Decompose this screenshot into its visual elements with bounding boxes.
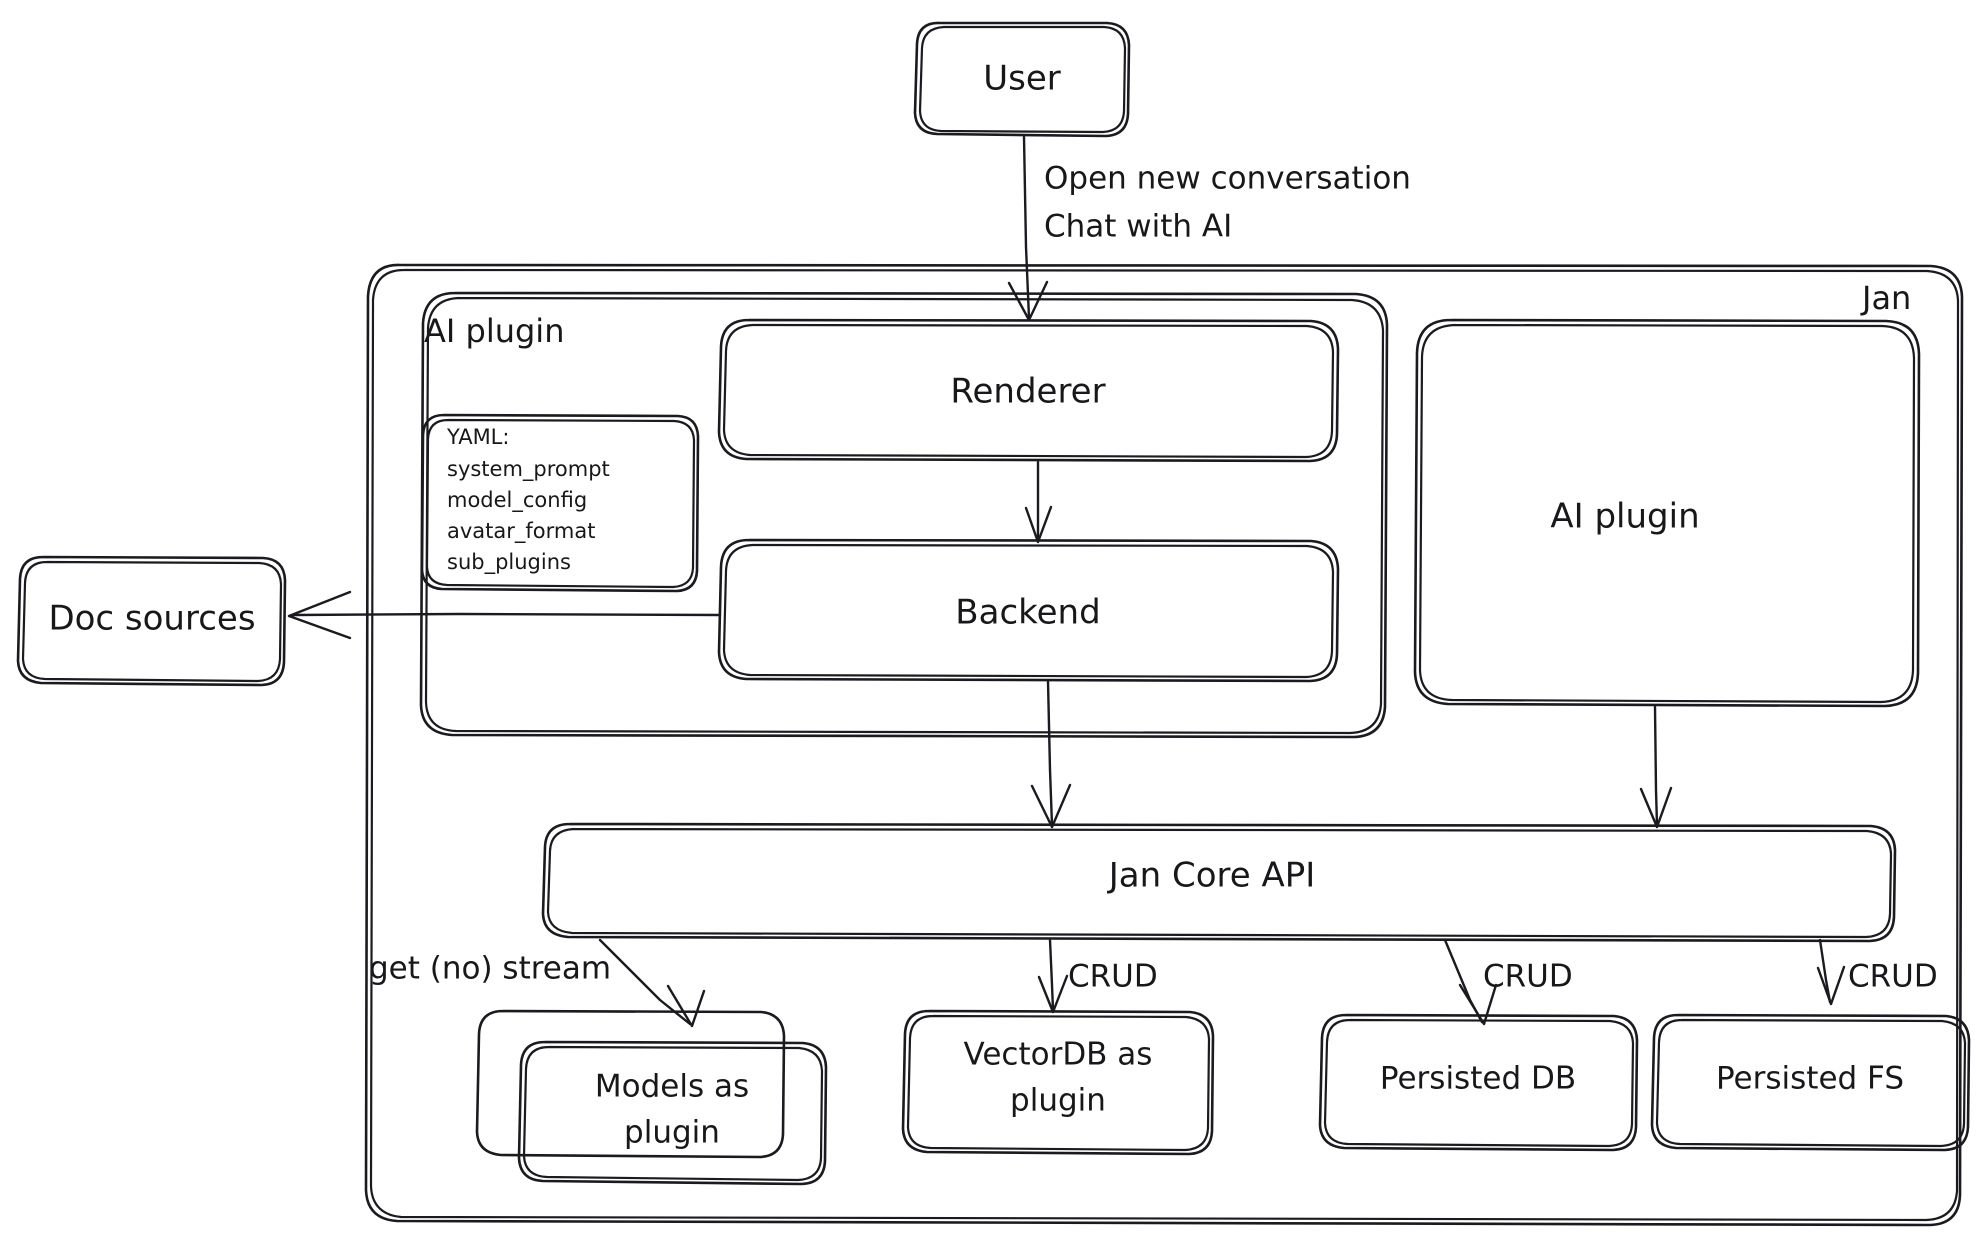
edge-backend-to-core-line [1046, 679, 1054, 827]
ai-plugin-right-node-label: AI plugin [1550, 497, 1699, 537]
user-node-label: User [983, 59, 1061, 99]
persisted-fs-node[interactable]: Persisted FS [1650, 1013, 1971, 1152]
vectordb-as-plugin-node-label-line1: VectorDB as [964, 1037, 1153, 1073]
models-as-plugin-node-shape-front [517, 1040, 828, 1186]
edge-user-to-renderer-line [1022, 135, 1031, 320]
yaml-line-0: YAML: [446, 425, 509, 449]
vectordb-as-plugin-node-shape-2 [906, 1014, 1211, 1152]
yaml-line-3: avatar_format [447, 519, 595, 544]
jan-core-api-node-shape-2 [546, 827, 1893, 939]
persisted-fs-node-label: Persisted FS [1716, 1061, 1904, 1097]
edge-core-to-models-label: get (no) stream [369, 951, 611, 987]
jan-core-api-node[interactable]: Jan Core API [541, 822, 1897, 943]
models-as-plugin-node[interactable]: Models as plugin [475, 1009, 828, 1186]
yaml-line-2: model_config [447, 488, 587, 513]
edge-ai-plugin-to-core-line [1653, 705, 1659, 827]
ai-plugin-group-shape [419, 291, 1389, 739]
renderer-node-shape [717, 318, 1340, 463]
edge-user-to-renderer-label-line2: Chat with AI [1044, 209, 1232, 245]
edge-backend-to-core-arrowhead [1030, 783, 1072, 829]
vectordb-as-plugin-node[interactable]: VectorDB as plugin [901, 1009, 1215, 1156]
backend-node-shape-2 [722, 543, 1335, 679]
edge-core-to-models-arrowhead [666, 984, 706, 1028]
user-node-shape-2 [918, 25, 1127, 134]
edge-backend-to-doc-sources-arrowhead [287, 590, 352, 640]
edge-user-to-renderer-label-line1: Open new conversation [1044, 161, 1411, 197]
ai-plugin-group-label: AI plugin [424, 312, 564, 350]
persisted-db-node-label: Persisted DB [1380, 1061, 1576, 1097]
ai-plugin-right-node-shape [1413, 318, 1921, 708]
jan-core-api-node-label: Jan Core API [1107, 856, 1316, 896]
doc-sources-node-label: Doc sources [48, 599, 255, 639]
persisted-db-node[interactable]: Persisted DB [1318, 1013, 1639, 1152]
models-as-plugin-node-label-line1: Models as [595, 1069, 749, 1105]
renderer-node-label: Renderer [950, 372, 1105, 412]
edge-core-to-persisted-fs-line [1818, 938, 1832, 1004]
edge-backend-to-doc-sources-line [288, 612, 722, 618]
yaml-line-4: sub_plugins [447, 550, 571, 575]
edge-ai-plugin-to-core [1639, 705, 1673, 829]
jan-container-group: Jan [364, 263, 1964, 1227]
yaml-config-box-shape-2 [425, 418, 696, 589]
edge-user-to-renderer-arrowhead [1007, 280, 1049, 322]
user-node-shape [913, 21, 1131, 138]
jan-container-shape-2 [369, 268, 1960, 1222]
jan-container-label: Jan [1860, 279, 1911, 317]
edge-core-to-vectordb-arrowhead [1037, 974, 1069, 1014]
yaml-config-box: YAML: system_prompt model_config avatar_… [420, 413, 700, 593]
edge-user-to-renderer: Open new conversation Chat with AI [1007, 135, 1411, 322]
persisted-db-node-shape [1318, 1013, 1639, 1152]
edge-core-to-persisted-db-label: CRUD [1483, 959, 1573, 995]
edge-ai-plugin-to-core-arrowhead [1639, 786, 1673, 829]
doc-sources-node-shape-2 [21, 560, 283, 683]
ai-plugin-right-node-shape-2 [1418, 323, 1916, 704]
doc-sources-node[interactable]: Doc sources [16, 555, 287, 687]
edge-core-to-persisted-fs-arrowhead [1816, 965, 1846, 1006]
jan-container-shape [364, 263, 1964, 1227]
yaml-line-1: system_prompt [447, 457, 610, 482]
edge-core-to-vectordb-line [1048, 938, 1055, 1012]
persisted-fs-node-shape-2 [1655, 1018, 1967, 1148]
edge-core-to-models: get (no) stream [369, 938, 706, 1028]
edge-core-to-vectordb-label: CRUD [1068, 959, 1158, 995]
renderer-node[interactable]: Renderer [717, 318, 1340, 463]
backend-node[interactable]: Backend [717, 538, 1340, 683]
user-node[interactable]: User [913, 21, 1131, 138]
models-as-plugin-node-label-line2: plugin [624, 1115, 720, 1151]
edge-core-to-persisted-fs-label: CRUD [1848, 959, 1938, 995]
persisted-db-node-shape-2 [1323, 1018, 1635, 1148]
models-as-plugin-node-shape-back [475, 1009, 786, 1159]
edge-core-to-persisted-db-arrowhead [1458, 983, 1498, 1026]
persisted-fs-node-shape [1650, 1013, 1971, 1152]
edge-core-to-models-line [598, 938, 692, 1026]
edge-core-to-persisted-db: CRUD [1443, 938, 1573, 1026]
vectordb-as-plugin-node-label-line2: plugin [1010, 1083, 1106, 1119]
edge-backend-to-doc-sources [287, 590, 722, 640]
jan-core-api-node-shape [541, 822, 1897, 943]
edge-renderer-to-backend [1024, 460, 1053, 544]
yaml-config-box-shape [420, 413, 700, 593]
models-as-plugin-node-shape-front-2 [522, 1045, 824, 1182]
edge-backend-to-core [1030, 679, 1072, 829]
backend-node-shape [717, 538, 1340, 683]
edge-renderer-to-backend-arrowhead [1024, 505, 1053, 544]
backend-node-label: Backend [955, 593, 1100, 633]
edge-core-to-vectordb: CRUD [1037, 938, 1158, 1014]
vectordb-as-plugin-node-shape [901, 1009, 1215, 1156]
ai-plugin-group-shape-2 [424, 296, 1385, 735]
renderer-node-shape-2 [722, 323, 1335, 459]
ai-plugin-right-node[interactable]: AI plugin [1413, 318, 1921, 708]
ai-plugin-group: AI plugin [419, 291, 1389, 739]
edge-core-to-persisted-fs: CRUD [1816, 938, 1938, 1006]
doc-sources-node-shape [16, 555, 287, 687]
